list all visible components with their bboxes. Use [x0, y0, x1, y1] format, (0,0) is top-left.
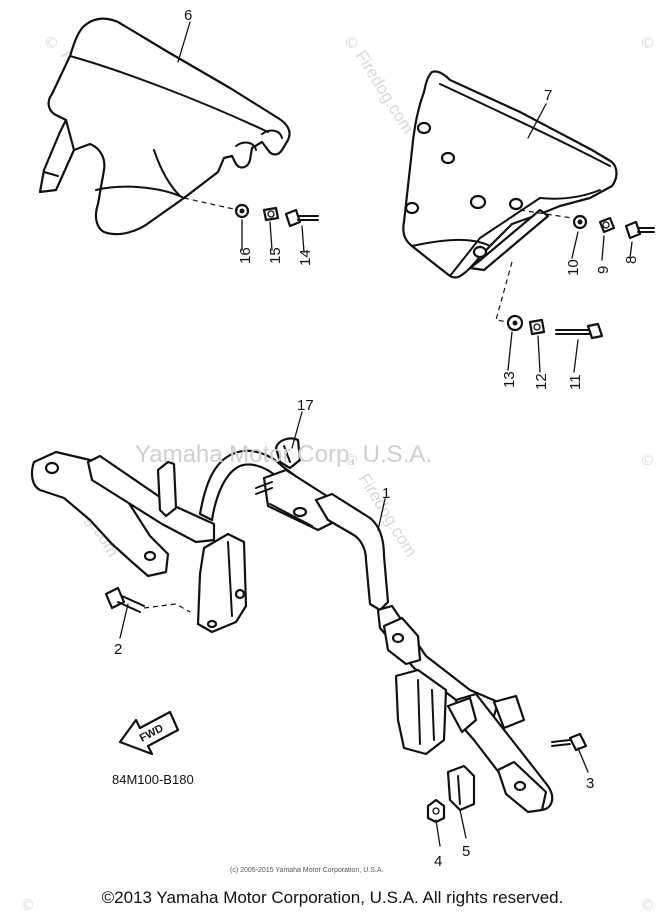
callout-14: 14: [297, 249, 314, 266]
part-6-cover: [38, 17, 291, 236]
callout-11: 11: [567, 374, 584, 390]
callouts: 2 1 3 4 5 6 7 17 16 15 14 10 9 8 13 12 1…: [114, 7, 640, 870]
part-3-bolt: [551, 732, 588, 752]
watermark-symbol: ©: [344, 451, 359, 469]
leader-lines: [119, 21, 633, 847]
hardware-upper-right: [519, 209, 655, 240]
callout-8: 8: [623, 256, 640, 264]
callout-4: 4: [434, 853, 442, 870]
hardware-middle-right: [495, 261, 604, 340]
part-17-clip: [274, 437, 302, 470]
callout-2: 2: [114, 641, 122, 658]
callout-3: 3: [586, 775, 594, 792]
callout-12: 12: [533, 373, 550, 390]
watermark-symbol: ©: [640, 451, 655, 469]
part-4-nut: [426, 798, 446, 824]
watermark-symbol: ©: [640, 896, 655, 914]
brand-watermark: Yamaha Motor Corp, U.S.A.: [135, 441, 432, 468]
watermark-symbol: ©: [20, 896, 35, 914]
callout-17: 17: [297, 397, 314, 414]
forward-arrow: FWD: [118, 710, 180, 756]
callout-1: 1: [382, 485, 390, 502]
callout-5: 5: [462, 843, 470, 860]
callout-10: 10: [565, 259, 582, 276]
drawing-code: 84M100-B180: [112, 772, 194, 787]
part-5-clip: [446, 764, 476, 812]
callout-7: 7: [544, 87, 552, 104]
hardware-upper-left: [183, 197, 319, 228]
callout-13: 13: [501, 371, 518, 388]
site-watermark: Firedog.com: [352, 47, 418, 137]
callout-15: 15: [267, 247, 284, 264]
callout-9: 9: [595, 266, 612, 274]
part-7-cover: [402, 70, 618, 279]
footer-copyright: ©2013 Yamaha Motor Corporation, U.S.A. A…: [101, 888, 564, 907]
callout-6: 6: [184, 7, 192, 24]
fine-copyright: (c) 2005-2015 Yamaha Motor Corporation, …: [230, 867, 383, 874]
part-1-frame: [30, 449, 554, 814]
watermark-symbol: ©: [44, 34, 59, 52]
callout-16: 16: [237, 247, 254, 264]
watermark-symbol: ©: [640, 34, 655, 52]
part-2-bolt: [104, 586, 191, 613]
watermark-symbol: ©: [344, 34, 359, 52]
